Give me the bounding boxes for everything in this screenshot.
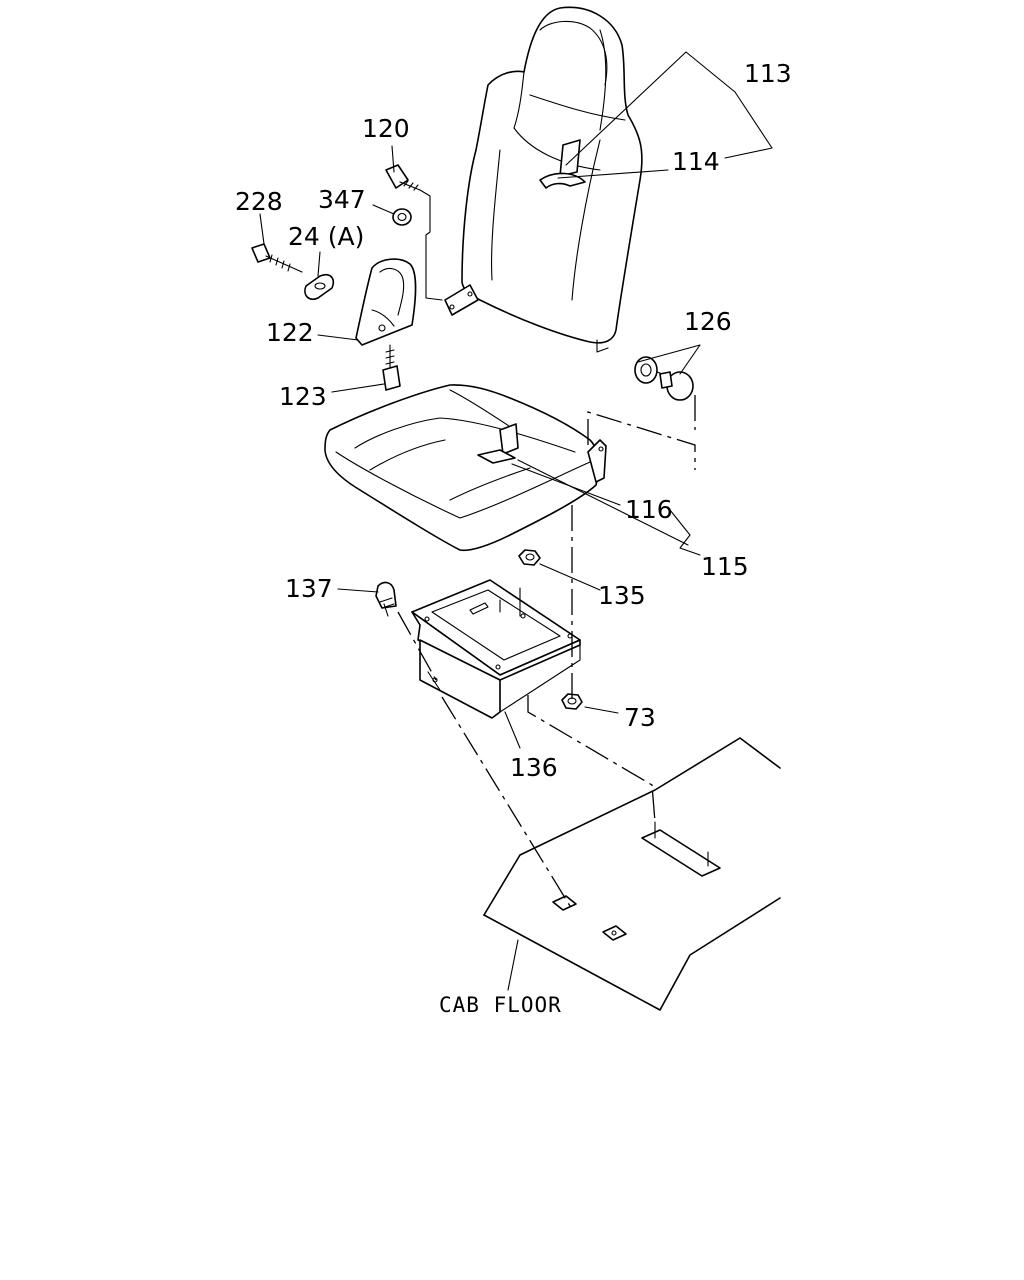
label-24a: 24 (A): [288, 222, 364, 251]
seat-back: [444, 6, 643, 353]
knob-126: [634, 356, 694, 401]
label-120: 120: [362, 114, 410, 143]
label-123: 123: [279, 382, 327, 411]
label-73: 73: [624, 703, 656, 732]
label-116: 116: [625, 495, 673, 524]
label-136: 136: [510, 753, 558, 782]
nut-347: [392, 208, 412, 226]
label-135: 135: [598, 581, 646, 610]
label-347: 347: [318, 185, 366, 214]
label-cab-floor: CAB FLOOR: [439, 993, 562, 1017]
bolt-137: [375, 581, 397, 617]
label-137: 137: [285, 574, 333, 603]
screw-228: [251, 243, 303, 273]
label-115: 115: [701, 552, 749, 581]
nut-73: [561, 693, 583, 710]
spacer-24a: [304, 273, 335, 301]
label-122: 122: [266, 318, 314, 347]
assembly-lines: [397, 395, 696, 907]
base-bracket-136: [411, 579, 581, 719]
seat-cushion: [324, 384, 607, 552]
leader-lines: [259, 51, 773, 991]
label-114: 114: [672, 147, 720, 176]
nut-135: [518, 549, 541, 566]
label-126: 126: [684, 307, 732, 336]
bracket-122: [355, 258, 417, 346]
cab-floor: [483, 737, 781, 1011]
bolt-123: [382, 344, 401, 391]
part-labels: 113 114 120 347 228 24 (A) 122 123 126 1…: [235, 59, 792, 1017]
label-113: 113: [744, 59, 792, 88]
bolt-120: [385, 164, 443, 301]
label-228: 228: [235, 187, 283, 216]
